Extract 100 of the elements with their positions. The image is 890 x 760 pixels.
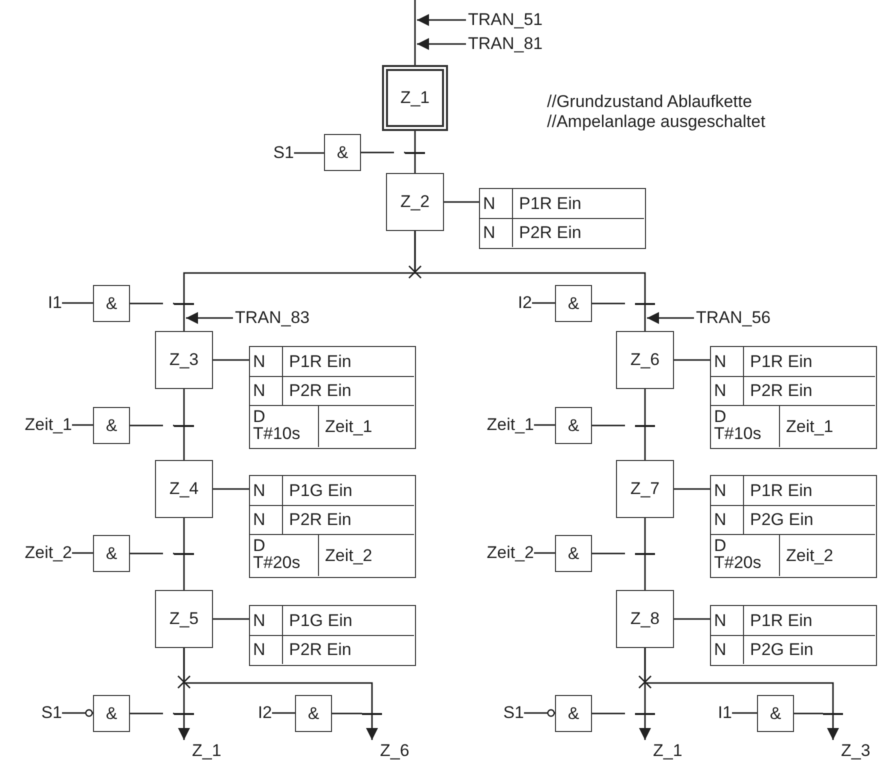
connector xyxy=(414,154,416,173)
connector xyxy=(414,131,416,152)
connector xyxy=(534,424,555,426)
connector xyxy=(644,305,646,331)
and-gate: & xyxy=(555,407,592,444)
signal-name: Zeit_2 xyxy=(464,542,534,564)
arrow xyxy=(647,312,694,324)
jump-target-label: Z_3 xyxy=(821,740,885,760)
action-text: P1R Ein xyxy=(518,192,582,214)
arrow xyxy=(366,715,378,740)
jump-target-label: Z_1 xyxy=(633,740,697,760)
step-box: Z_8 xyxy=(616,590,674,648)
comment-text: //Grundzustand Ablaufkette xyxy=(547,92,752,112)
connector xyxy=(414,231,646,303)
action-text: Zeit_2 xyxy=(319,534,414,576)
and-gate: & xyxy=(93,407,130,444)
connector xyxy=(674,488,710,490)
connector xyxy=(294,152,324,154)
connector xyxy=(130,424,174,426)
comment-text: //Ampelanlage ausgeschaltet xyxy=(547,112,766,132)
arrow xyxy=(186,312,233,324)
connector xyxy=(183,555,185,590)
action-text: P2R Ein xyxy=(513,218,644,247)
action-qualifier: N xyxy=(250,505,283,534)
step-box: Z_5 xyxy=(155,590,213,648)
action-qualifier: N xyxy=(711,347,744,376)
jump-source-label: TRAN_51 xyxy=(468,9,558,31)
action-text: P2R Ein xyxy=(283,505,414,534)
arrow xyxy=(639,715,651,740)
action-qualifier: N xyxy=(250,606,283,635)
connector xyxy=(732,712,757,714)
connector xyxy=(130,302,174,304)
connector xyxy=(794,712,823,714)
action-text: Zeit_1 xyxy=(319,405,414,447)
action-text: P1R Ein xyxy=(749,480,814,502)
action-qualifier: N xyxy=(250,347,283,376)
arrow xyxy=(417,14,466,26)
connector xyxy=(130,712,174,714)
action-text: P2R Ein xyxy=(744,376,875,405)
action-text: Zeit_1 xyxy=(780,405,875,447)
signal-name: S1 xyxy=(268,142,294,164)
jump-source-label: TRAN_83 xyxy=(235,307,335,329)
action-qualifier: N xyxy=(711,606,744,635)
step-box: Z_4 xyxy=(155,460,213,518)
action-text: P2G Ein xyxy=(744,505,875,534)
action-qualifier: N xyxy=(480,189,513,218)
connector xyxy=(361,152,405,154)
action-qualifier: D T#10s xyxy=(711,405,780,447)
arrow xyxy=(827,715,839,740)
action-qualifier: N xyxy=(711,635,744,664)
connector xyxy=(674,618,710,620)
step-box: Z_2 xyxy=(386,173,444,231)
and-gate: & xyxy=(757,695,794,732)
and-gate: & xyxy=(555,695,592,732)
and-gate: & xyxy=(93,285,130,322)
action-text: P1R Ein xyxy=(288,350,352,372)
jump-target-label: Z_6 xyxy=(360,740,424,760)
jump-source-label: TRAN_56 xyxy=(696,307,796,329)
action-text: P1R Ein xyxy=(749,610,814,632)
connector xyxy=(644,389,646,425)
arrow xyxy=(178,715,190,740)
signal-name: I2 xyxy=(504,292,532,314)
action-block xyxy=(249,605,416,666)
connector xyxy=(444,201,479,203)
action-text: P1G Ein xyxy=(288,480,354,502)
connector xyxy=(414,0,416,65)
connector xyxy=(213,618,249,620)
connector xyxy=(674,359,710,361)
jump-source-label: TRAN_81 xyxy=(468,33,558,55)
connector xyxy=(644,648,834,713)
action-text: Zeit_2 xyxy=(780,534,875,576)
connector xyxy=(644,555,646,590)
connector xyxy=(72,424,93,426)
and-gate: & xyxy=(555,535,592,572)
action-qualifier: D T#20s xyxy=(711,534,780,576)
signal-name: I1 xyxy=(40,292,62,314)
connector xyxy=(213,488,249,490)
connector xyxy=(213,359,249,361)
connector xyxy=(534,552,555,554)
connector xyxy=(644,427,646,460)
action-qualifier: N xyxy=(480,218,513,247)
and-gate: & xyxy=(93,535,130,572)
signal-name: Zeit_2 xyxy=(2,542,72,564)
connector xyxy=(332,712,362,714)
action-text: P1G Ein xyxy=(288,610,354,632)
step-box: Z_7 xyxy=(616,460,674,518)
negated-connector xyxy=(524,709,555,717)
connector xyxy=(272,712,295,714)
action-text: P2R Ein xyxy=(283,376,414,405)
signal-name: I1 xyxy=(708,702,732,724)
connector xyxy=(62,302,93,304)
jump-target-label: Z_1 xyxy=(172,740,236,760)
connector xyxy=(183,389,185,425)
signal-name: Zeit_1 xyxy=(2,414,72,436)
connector xyxy=(130,552,174,554)
step-box: Z_3 xyxy=(155,331,213,389)
action-text: P2R Ein xyxy=(283,635,414,664)
action-qualifier: N xyxy=(711,505,744,534)
action-qualifier: N xyxy=(711,376,744,405)
action-qualifier: N xyxy=(250,635,283,664)
